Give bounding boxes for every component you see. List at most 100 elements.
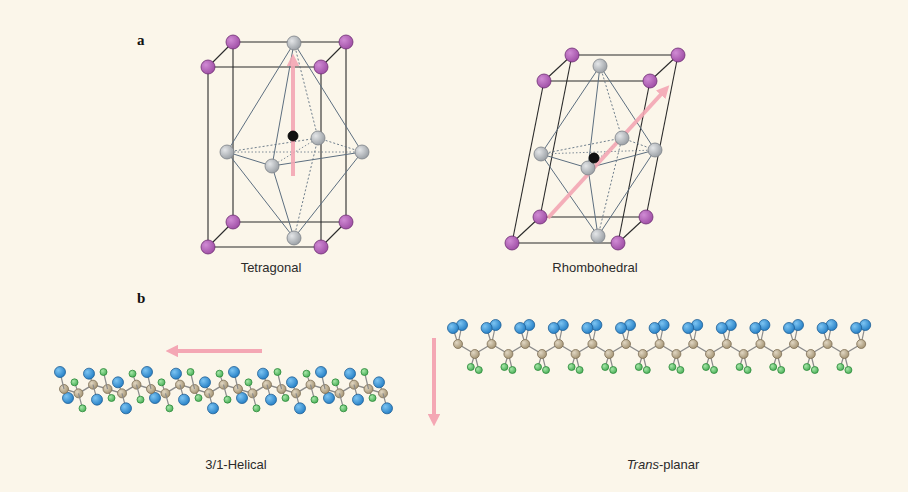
- hydrogen-atom: [467, 364, 474, 371]
- bond-line: [600, 66, 622, 138]
- bond-line: [320, 67, 321, 247]
- trans-planar-chain: [434, 320, 871, 421]
- bond-line: [572, 54, 678, 55]
- hydrogen-atom: [643, 367, 650, 374]
- hydrogen-atom: [543, 367, 550, 374]
- polarization-arrow: [172, 349, 262, 353]
- hydrogen-atom: [195, 395, 202, 402]
- bond-line: [208, 66, 321, 67]
- fluorine-atom: [92, 394, 103, 405]
- polarization-arrow: [432, 338, 436, 420]
- carbon-atom: [622, 340, 631, 349]
- fluorine-atom: [229, 367, 240, 378]
- corner-cation: [314, 60, 328, 74]
- carbon-atom: [554, 340, 563, 349]
- fluorine-atom: [616, 323, 627, 334]
- carbon-atom: [689, 340, 698, 349]
- carbon-atom: [773, 350, 782, 359]
- fluorine-atom: [237, 393, 248, 404]
- fluorine-atom: [171, 368, 182, 379]
- hydrogen-atom: [635, 364, 642, 371]
- corner-cation: [201, 60, 215, 74]
- bond-line: [294, 43, 318, 138]
- carbon-atom: [655, 340, 664, 349]
- fluorine-atom: [382, 403, 393, 414]
- conformation-label: Trans-planar: [627, 457, 700, 472]
- corner-cation: [671, 48, 685, 62]
- corner-cation: [339, 35, 353, 49]
- helical-chain: [55, 351, 393, 414]
- hydrogen-atom: [770, 364, 777, 371]
- hydrogen-atom: [245, 379, 252, 386]
- carbon-atom: [470, 350, 479, 359]
- carbon-atom: [588, 340, 597, 349]
- corner-cation: [226, 35, 240, 49]
- fluorine-atom: [448, 323, 459, 334]
- bond-line: [294, 152, 362, 238]
- fluorine-atom: [208, 403, 219, 414]
- hydrogen-atom: [187, 369, 194, 376]
- fluorine-atom: [324, 393, 335, 404]
- fluorine-atom: [287, 377, 298, 388]
- bond-line: [540, 216, 646, 217]
- fluorine-atom: [716, 323, 727, 334]
- fluorine-atom: [345, 368, 356, 379]
- fluorine-atom: [548, 323, 559, 334]
- bond-line: [294, 43, 362, 152]
- hydrogen-atom: [509, 367, 516, 374]
- bond-line: [345, 42, 346, 222]
- conformation-label: 3/1-Helical: [205, 457, 266, 472]
- structure-label: Tetragonal: [241, 260, 302, 275]
- carbon-atom: [504, 350, 513, 359]
- bond-line: [227, 138, 318, 152]
- fluorine-atom: [683, 323, 694, 334]
- fluorine-atom: [266, 394, 277, 405]
- hydrogen-atom: [736, 364, 743, 371]
- carbon-atom: [806, 350, 815, 359]
- carbon-atom: [605, 350, 614, 359]
- hydrogen-atom: [669, 364, 676, 371]
- bond-line: [588, 66, 600, 168]
- hydrogen-atom: [108, 395, 115, 402]
- hydrogen-atom: [837, 364, 844, 371]
- carbon-atom: [739, 350, 748, 359]
- hydrogen-atom: [303, 370, 310, 377]
- fluorine-atom: [113, 377, 124, 388]
- carbon-atom: [571, 350, 580, 359]
- hydrogen-atom: [137, 396, 144, 403]
- carbon-atom: [706, 350, 715, 359]
- corner-cation: [339, 215, 353, 229]
- panel-letter: b: [137, 290, 145, 307]
- fluorine-atom: [481, 323, 492, 334]
- hydrogen-atom: [535, 364, 542, 371]
- hydrogen-atom: [475, 367, 482, 374]
- rhombohedral-cell: [505, 48, 685, 250]
- tetragonal-cell: [201, 35, 369, 254]
- bond-line: [598, 150, 655, 236]
- hydrogen-atom: [811, 367, 818, 374]
- corner-cation: [565, 48, 579, 62]
- hydrogen-atom: [216, 370, 223, 377]
- oxygen-atom: [265, 159, 279, 173]
- hydrogen-atom: [610, 367, 617, 374]
- hydrogen-atom: [224, 396, 231, 403]
- carbon-atom: [454, 340, 463, 349]
- oxygen-atom: [593, 59, 607, 73]
- oxygen-atom: [534, 147, 548, 161]
- bond-line: [272, 166, 294, 238]
- hydrogen-atom: [361, 369, 368, 376]
- fluorine-atom: [142, 367, 153, 378]
- bond-line: [227, 152, 294, 238]
- corner-cation: [226, 215, 240, 229]
- hydrogen-atom: [332, 379, 339, 386]
- hydrogen-atom: [100, 369, 107, 376]
- bond-line: [588, 168, 598, 236]
- hydrogen-atom: [602, 364, 609, 371]
- fluorine-atom: [649, 323, 660, 334]
- oxygen-atom: [220, 145, 234, 159]
- fluorine-atom: [750, 323, 761, 334]
- carbon-atom: [638, 350, 647, 359]
- fluorine-atom: [55, 367, 66, 378]
- oxygen-atom: [591, 229, 605, 243]
